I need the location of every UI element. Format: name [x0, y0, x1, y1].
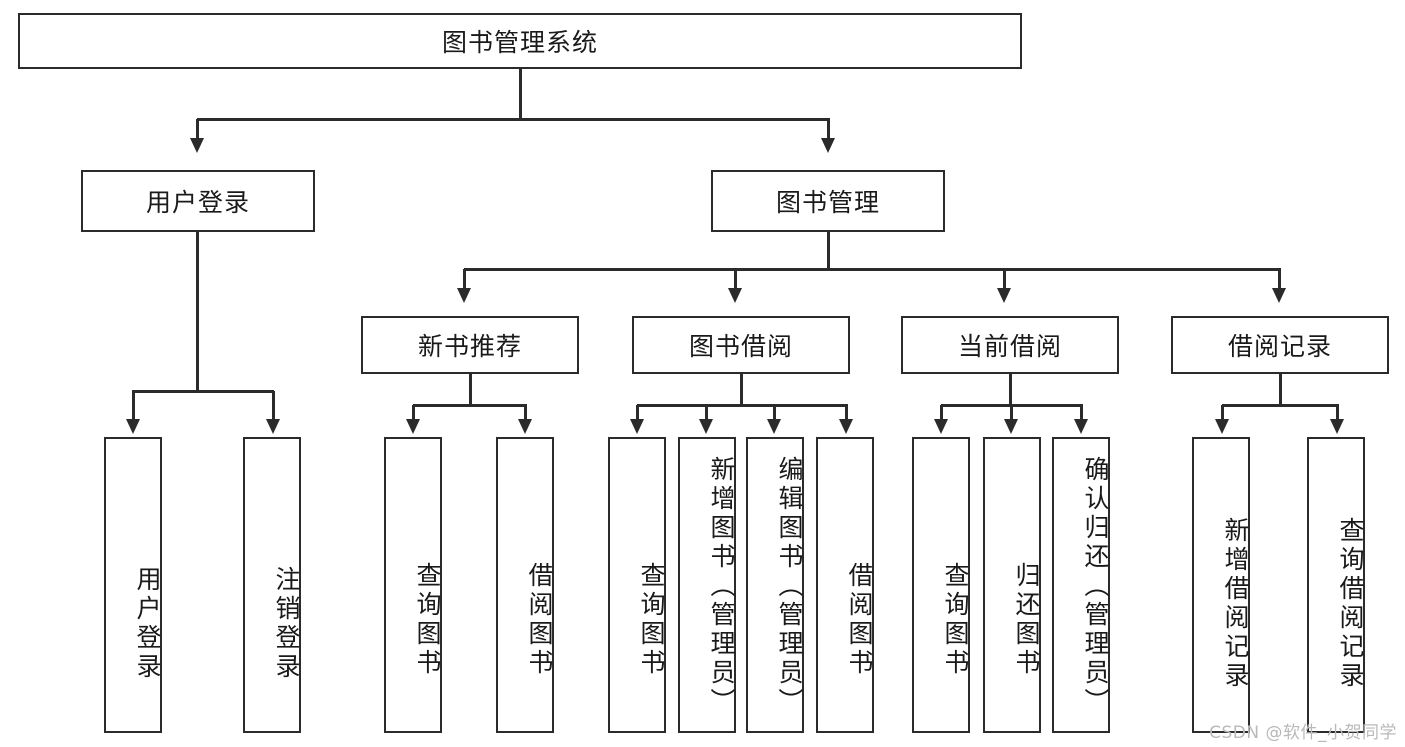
arrow-bm-to-new-book — [457, 288, 471, 303]
edge-cb-to-leaf-3 — [1080, 405, 1083, 421]
arrow-bb-to-leaf-2 — [699, 419, 713, 434]
edge-bm-to-current-borrow — [1003, 269, 1006, 291]
edge-bb-stem — [740, 374, 743, 406]
node-current-borrow[interactable]: 当前借阅 — [901, 316, 1119, 374]
node-label: 查询借阅记录 — [1336, 517, 1365, 691]
arrow-cb-to-leaf-2 — [1004, 419, 1018, 434]
arrow-br-to-leaf-1 — [1215, 419, 1229, 434]
edge-user-login-bus — [132, 390, 274, 393]
edge-root-to-user-login — [196, 119, 199, 141]
node-label: 用户登录 — [133, 566, 162, 682]
arrow-bm-to-current-borrow — [997, 288, 1011, 303]
node-label: 当前借阅 — [957, 332, 1062, 361]
edge-cb-stem — [1009, 374, 1012, 406]
edge-nbr-to-leaf-2 — [524, 405, 527, 421]
node-label: 图书借阅 — [688, 332, 793, 361]
arrow-bb-to-leaf-1 — [630, 419, 644, 434]
leaf-query-book-current[interactable]: 查询图书 — [912, 437, 970, 733]
node-label: 查询图书 — [637, 562, 666, 678]
node-label: 归还图书 — [1012, 562, 1041, 678]
edge-root-to-book-management — [827, 119, 830, 141]
node-book-management[interactable]: 图书管理 — [711, 170, 945, 232]
arrow-nbr-to-leaf-2 — [518, 419, 532, 434]
node-label: 借阅图书 — [845, 562, 874, 678]
leaf-query-book-newbook[interactable]: 查询图书 — [384, 437, 442, 733]
leaf-query-book-borrow[interactable]: 查询图书 — [608, 437, 666, 733]
edge-cb-to-leaf-1 — [940, 405, 943, 421]
leaf-add-book-admin[interactable]: 新增图书（管理员） — [678, 437, 736, 733]
leaf-user-login[interactable]: 用户登录 — [104, 437, 162, 733]
edge-nbr-to-leaf-1 — [412, 405, 415, 421]
node-borrow-records[interactable]: 借阅记录 — [1171, 316, 1389, 374]
edge-br-stem — [1279, 374, 1282, 406]
edge-bm-to-borrow — [734, 269, 737, 291]
node-label: 借阅图书 — [525, 562, 554, 678]
edge-user-login-to-leaf-2 — [272, 391, 275, 421]
edge-nbr-bus — [413, 404, 527, 407]
leaf-return-book[interactable]: 归还图书 — [983, 437, 1041, 733]
arrow-br-to-leaf-2 — [1330, 419, 1344, 434]
node-label: 确认归还（管理员） — [1081, 455, 1110, 717]
node-root-book-management-system[interactable]: 图书管理系统 — [18, 13, 1022, 69]
edge-br-to-leaf-1 — [1221, 405, 1224, 421]
edge-book-management-stem — [827, 232, 830, 270]
edge-root-bus — [197, 118, 830, 121]
leaf-logout[interactable]: 注销登录 — [243, 437, 301, 733]
arrow-bb-to-leaf-3 — [767, 419, 781, 434]
node-user-login[interactable]: 用户登录 — [81, 170, 315, 232]
leaf-borrow-book-borrow[interactable]: 借阅图书 — [816, 437, 874, 733]
node-new-book-recommend[interactable]: 新书推荐 — [361, 316, 579, 374]
watermark-text: CSDN @软件_小贺同学 — [1209, 723, 1397, 743]
node-label: 图书管理 — [775, 188, 880, 217]
arrow-bm-to-borrow — [728, 288, 742, 303]
node-label: 编辑图书（管理员） — [775, 455, 804, 717]
leaf-edit-book-admin[interactable]: 编辑图书（管理员） — [746, 437, 804, 733]
leaf-add-borrow-record[interactable]: 新增借阅记录 — [1192, 437, 1250, 733]
leaf-confirm-return-admin[interactable]: 确认归还（管理员） — [1052, 437, 1110, 733]
arrow-nbr-to-leaf-1 — [406, 419, 420, 434]
edge-bm-to-borrow-records — [1278, 269, 1281, 291]
arrow-cb-to-leaf-1 — [934, 419, 948, 434]
arrow-user-login-to-leaf-1 — [126, 419, 140, 434]
arrow-root-to-book-management — [821, 138, 835, 153]
node-label: 新增图书（管理员） — [707, 455, 736, 717]
edge-bb-to-leaf-4 — [845, 405, 848, 421]
arrow-bb-to-leaf-4 — [839, 419, 853, 434]
edge-bb-to-leaf-3 — [773, 405, 776, 421]
edge-cb-to-leaf-2 — [1010, 405, 1013, 421]
node-label: 新书推荐 — [417, 332, 522, 361]
edge-user-login-to-leaf-1 — [132, 391, 135, 421]
edge-br-bus — [1222, 404, 1339, 407]
node-label: 查询图书 — [413, 562, 442, 678]
edge-root-stem — [519, 69, 522, 119]
arrow-cb-to-leaf-3 — [1074, 419, 1088, 434]
node-label: 用户登录 — [145, 188, 250, 217]
edge-nbr-stem — [469, 374, 472, 406]
edge-bb-to-leaf-2 — [705, 405, 708, 421]
edge-bm-to-new-book — [463, 269, 466, 291]
arrow-root-to-user-login — [190, 138, 204, 153]
edge-br-to-leaf-2 — [1336, 405, 1339, 421]
node-label: 图书管理系统 — [441, 28, 598, 57]
edge-bb-to-leaf-1 — [636, 405, 639, 421]
node-label: 借阅记录 — [1227, 332, 1332, 361]
node-label: 注销登录 — [272, 566, 301, 682]
node-book-borrow[interactable]: 图书借阅 — [632, 316, 850, 374]
node-label: 查询图书 — [941, 562, 970, 678]
arrow-user-login-to-leaf-2 — [266, 419, 280, 434]
edge-book-management-bus — [464, 268, 1281, 271]
leaf-query-borrow-record[interactable]: 查询借阅记录 — [1307, 437, 1365, 733]
arrow-bm-to-borrow-records — [1272, 288, 1286, 303]
edge-user-login-stem — [196, 232, 199, 392]
node-label: 新增借阅记录 — [1221, 517, 1250, 691]
edge-bb-bus — [637, 404, 848, 407]
leaf-borrow-book-newbook[interactable]: 借阅图书 — [496, 437, 554, 733]
